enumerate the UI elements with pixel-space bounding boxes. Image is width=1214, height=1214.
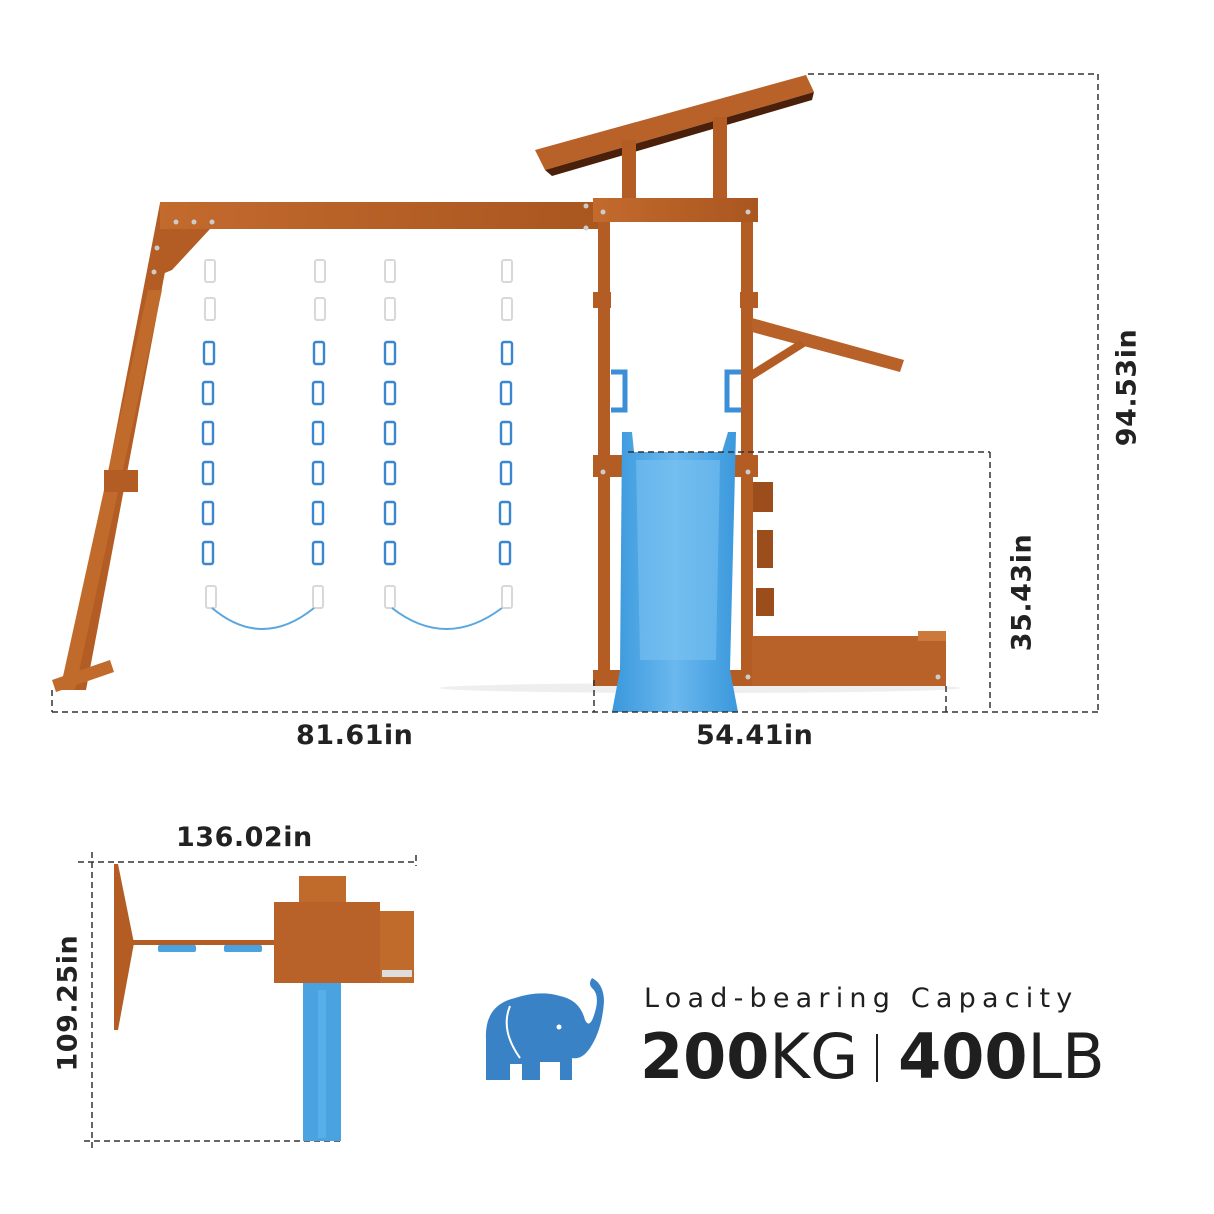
capacity-title: Load-bearing Capacity bbox=[644, 983, 1079, 1014]
capacity-kg-value: 200 bbox=[640, 1020, 770, 1093]
capacity-lb-value: 400 bbox=[898, 1020, 1028, 1093]
capacity-divider bbox=[876, 1034, 879, 1082]
swing-left bbox=[201, 259, 326, 630]
dim-total-height: 94.53in bbox=[1111, 328, 1143, 447]
top-view-drawing bbox=[78, 852, 417, 1150]
dim-swing-width: 81.61in bbox=[296, 720, 414, 751]
capacity-value: 200KG 400LB bbox=[640, 1022, 1105, 1092]
swing-beam bbox=[160, 202, 600, 229]
dimension-lines bbox=[51, 73, 1099, 713]
elephant-icon bbox=[485, 978, 604, 1080]
dim-deck-height: 35.43in bbox=[1006, 533, 1038, 652]
capacity-lb-unit: LB bbox=[1027, 1020, 1105, 1093]
a-frame-leg bbox=[52, 203, 178, 692]
swing-right bbox=[383, 259, 514, 630]
dim-total-length: 136.02in bbox=[176, 822, 313, 853]
capacity-kg-unit: KG bbox=[769, 1020, 859, 1093]
dim-total-depth: 109.25in bbox=[52, 934, 84, 1072]
slide bbox=[612, 432, 738, 712]
roof bbox=[535, 75, 814, 202]
dim-tower-width: 54.41in bbox=[696, 720, 814, 751]
